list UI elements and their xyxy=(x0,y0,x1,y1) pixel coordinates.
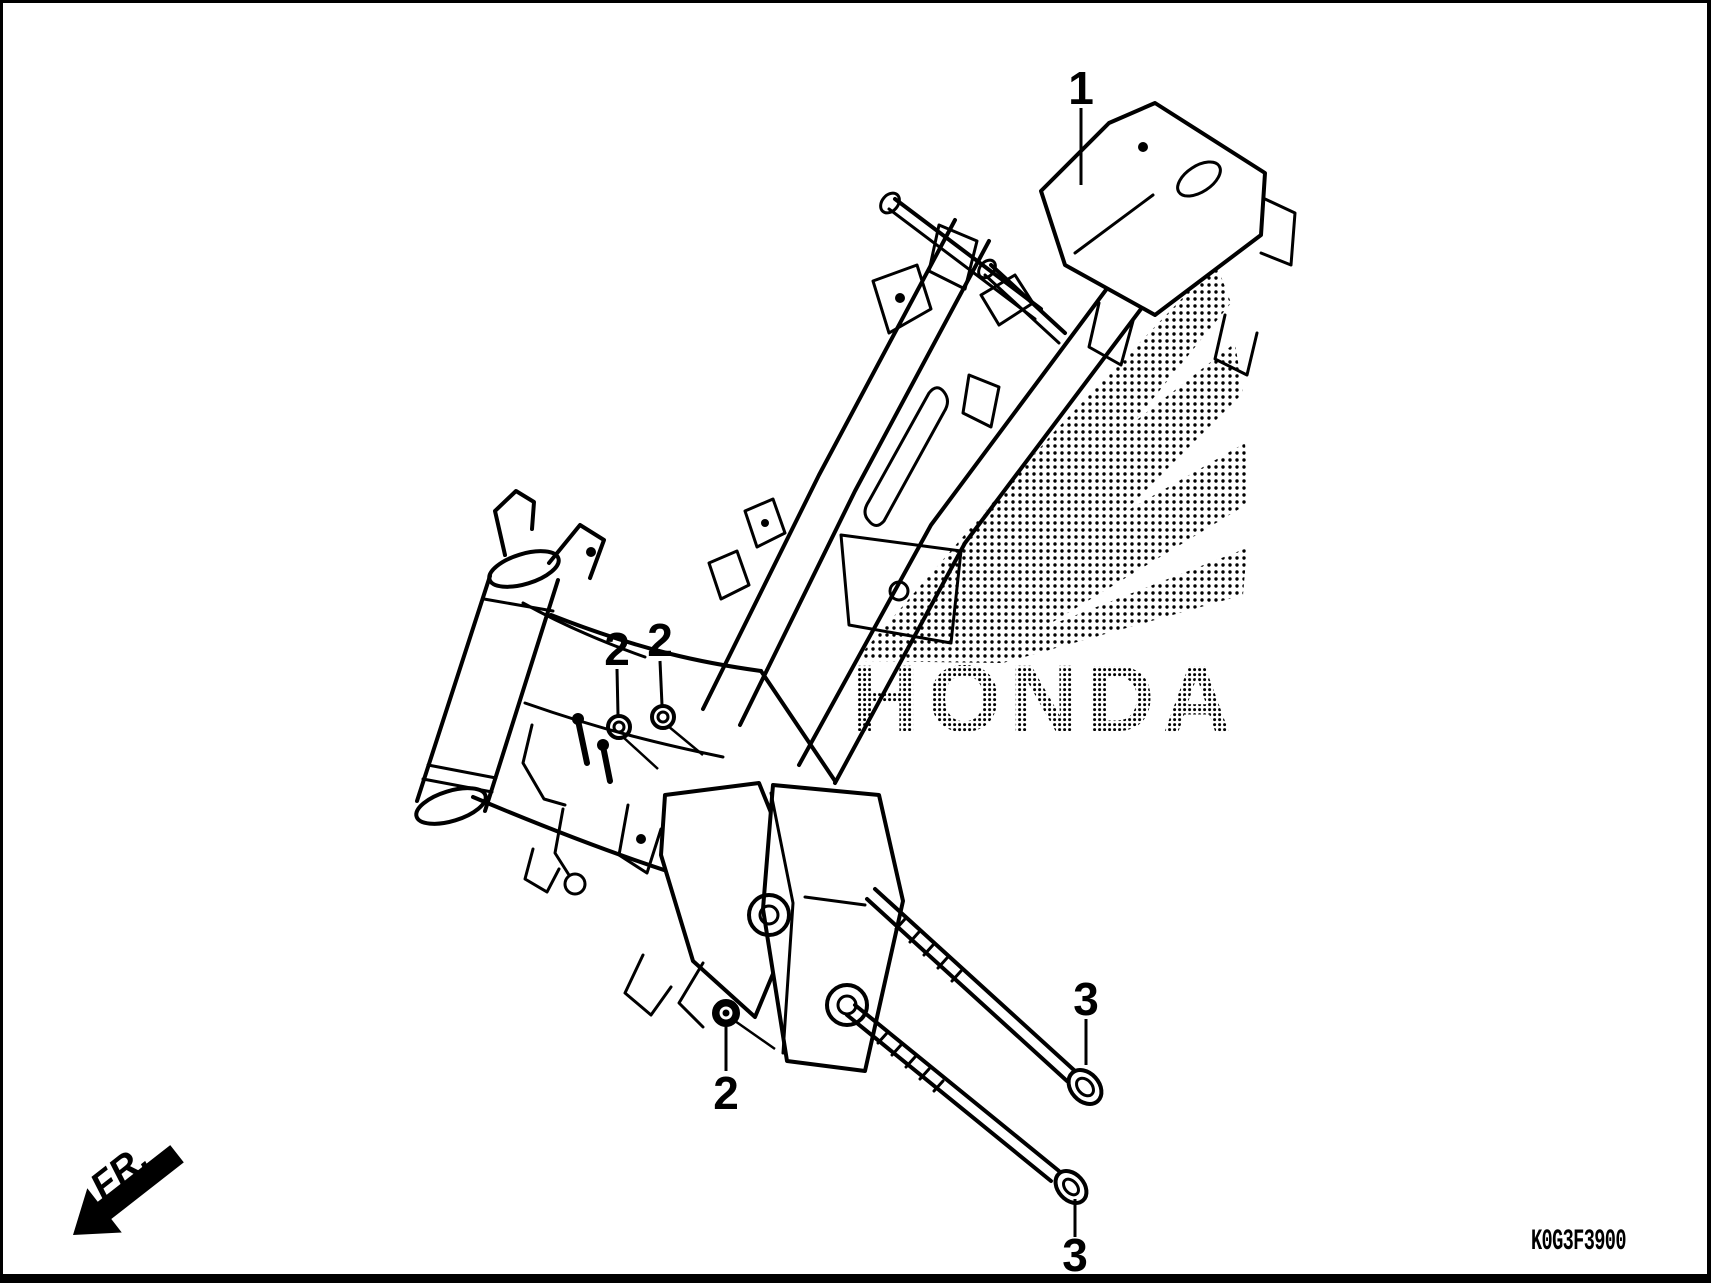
callout-3b: 3 xyxy=(1062,1229,1088,1281)
watermark-honda-text: HONDA xyxy=(851,646,1239,752)
frame-body-diagram-canvas: HONDA xyxy=(73,62,1297,1281)
front-direction-indicator: FR. xyxy=(73,1137,184,1235)
frame-body-drawing xyxy=(414,101,1297,1205)
callout-3a: 3 xyxy=(1073,973,1099,1025)
flange-nut-lower xyxy=(712,999,740,1027)
flange-nut-upper-left xyxy=(606,714,632,740)
rear-rails xyxy=(701,218,1155,785)
flange-nut-upper-right xyxy=(650,704,676,730)
callout-labels: 1 2 2 2 3 3 xyxy=(604,62,1099,1281)
engine-hanger xyxy=(623,781,905,1073)
drawing-code: K0G3F3900 xyxy=(1531,1225,1626,1259)
stand-brackets xyxy=(523,803,663,896)
callout-1: 1 xyxy=(1068,62,1094,114)
head-tube xyxy=(414,489,647,826)
flange-bolt-lower xyxy=(845,1003,1089,1205)
leader-lines xyxy=(615,108,1088,1237)
callout-2b: 2 xyxy=(647,614,673,666)
callout-2c: 2 xyxy=(713,1067,739,1119)
top-bracket xyxy=(879,101,1297,377)
fr-arrow-icon xyxy=(73,1145,184,1235)
flange-bolt-upper xyxy=(865,887,1104,1106)
callout-2a: 2 xyxy=(604,623,630,675)
